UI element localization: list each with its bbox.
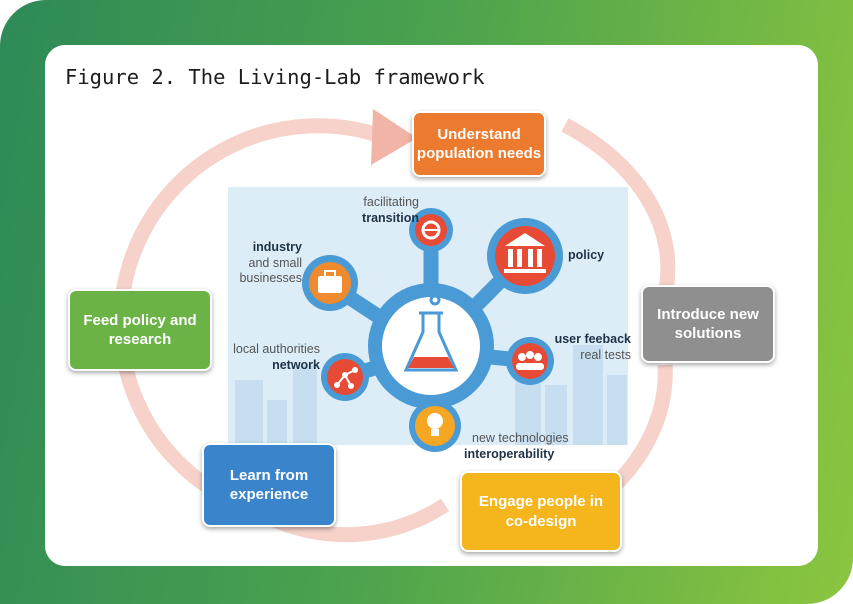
step-learn-experience: Learn from experience — [202, 443, 336, 527]
label-feedback: user feeback real tests — [515, 332, 631, 363]
step-feed-policy: Feed policy and research — [68, 289, 212, 371]
label-network-bold: network — [272, 357, 320, 372]
label-policy-bold: policy — [568, 248, 605, 262]
label-industry-bold: industry — [252, 240, 302, 254]
figure-panel: Figure 2. The Living-Lab framework Under… — [45, 45, 818, 566]
label-industry-light-2: businesses — [239, 271, 302, 286]
lightbulb-icon — [409, 400, 461, 452]
label-transition-light: facilitating — [363, 195, 419, 209]
network-icon — [321, 353, 369, 401]
step-introduce-solutions: Introduce new solutions — [641, 285, 775, 363]
label-industry-light-1: and small — [248, 255, 303, 270]
label-network-light: local authorities — [233, 342, 320, 356]
label-feedback-bold: user feeback — [554, 332, 631, 346]
label-policy: policy — [568, 248, 604, 264]
cycle-arrow-head — [371, 109, 417, 165]
briefcase-icon — [302, 255, 358, 311]
people-icon — [506, 337, 554, 385]
label-transition: facilitating transition — [315, 195, 419, 226]
label-technologies-bold: interoperability — [464, 446, 555, 461]
gear-globe-icon — [409, 208, 453, 252]
figure-caption: Figure 2. The Living-Lab framework — [65, 65, 485, 89]
label-technologies-light: new technologies — [472, 431, 569, 445]
step-understand-needs: Understand population needs — [412, 111, 546, 177]
flask-drawing — [403, 294, 459, 372]
label-feedback-light: real tests — [580, 347, 631, 362]
step-engage-codesign: Engage people in co-design — [460, 471, 622, 552]
city-skyline — [235, 345, 627, 445]
label-technologies: new technologies interoperability — [464, 431, 569, 462]
label-transition-bold: transition — [362, 210, 419, 225]
label-network: local authorities network — [229, 342, 320, 373]
label-industry: industry and small businesses — [230, 240, 302, 287]
institution-icon — [487, 218, 563, 294]
